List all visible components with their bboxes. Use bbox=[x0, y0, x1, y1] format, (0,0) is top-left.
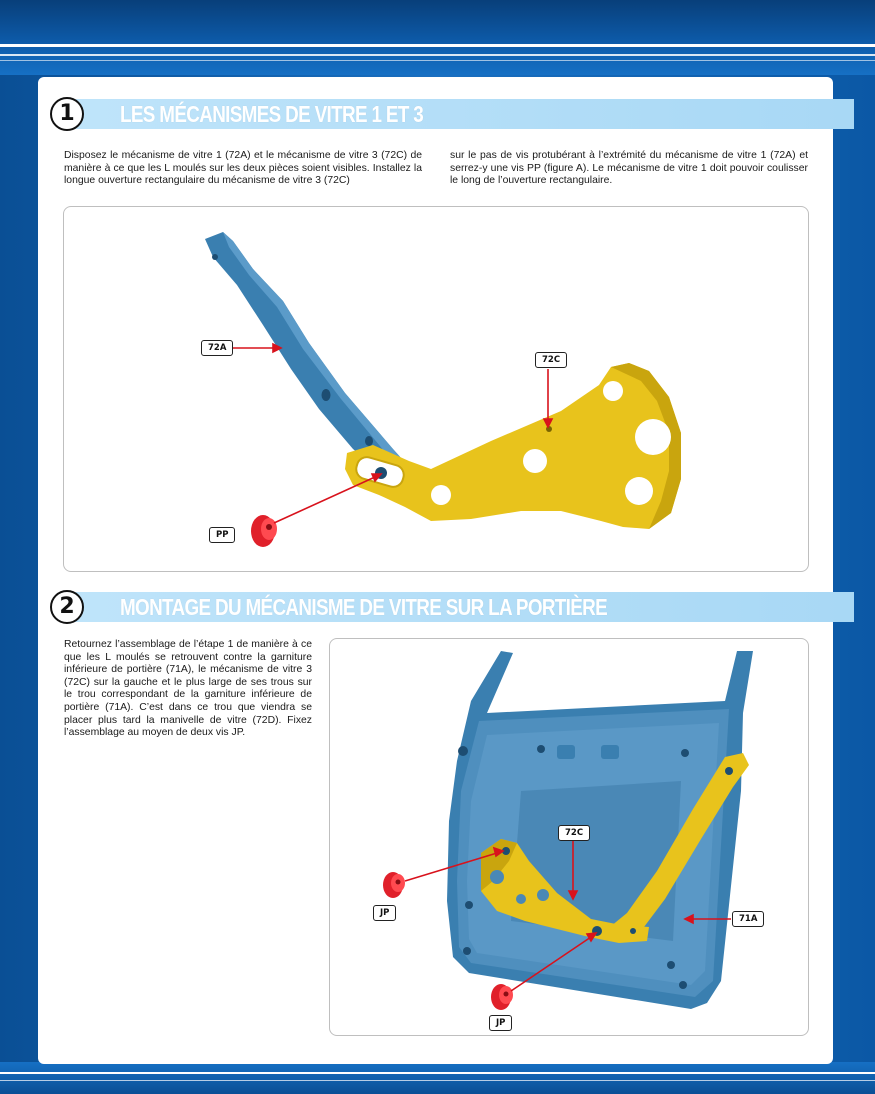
step-1-title-bar bbox=[72, 99, 854, 129]
step-2-text: Retournez l’assemblage de l’étape 1 de m… bbox=[64, 639, 312, 739]
step-1-figure: 72A 72C PP bbox=[63, 206, 809, 572]
bottom-stripe bbox=[0, 1072, 875, 1074]
step-2-title-bar bbox=[72, 592, 854, 622]
screw-jp-top bbox=[383, 872, 405, 898]
label-72c: 72C bbox=[558, 825, 591, 841]
step-2-title: MONTAGE DU MÉCANISME DE VITRE SUR LA POR… bbox=[120, 594, 608, 620]
part-72c-arm bbox=[345, 363, 681, 529]
step-1-title: LES MÉCANISMES DE VITRE 1 ET 3 bbox=[120, 101, 424, 127]
top-stripe bbox=[0, 60, 875, 61]
callout-arrows bbox=[404, 839, 731, 992]
top-frame-band bbox=[0, 0, 875, 75]
step-1-header: 1 LES MÉCANISMES DE VITRE 1 ET 3 bbox=[50, 97, 860, 131]
callout-arrows bbox=[230, 342, 554, 524]
label-72c: 72C bbox=[535, 352, 568, 368]
step-2-figure: 72C 71A JP JP bbox=[329, 638, 809, 1036]
label-72a: 72A bbox=[201, 340, 234, 356]
bottom-stripe bbox=[0, 1080, 875, 1081]
screw-jp-bottom bbox=[491, 984, 513, 1010]
step-1-text-col1: Disposez le mécanisme de vitre 1 (72A) e… bbox=[64, 150, 422, 187]
top-stripe bbox=[0, 54, 875, 56]
step-2-header: 2 MONTAGE DU MÉCANISME DE VITRE SUR LA P… bbox=[50, 590, 860, 624]
part-71a-door-trim bbox=[447, 651, 753, 1009]
mechanism-assembly bbox=[481, 753, 749, 943]
screw-pp bbox=[251, 515, 277, 547]
label-jp-top: JP bbox=[373, 905, 397, 921]
step-1-text-col2: sur le pas de vis protubérant à l’extrém… bbox=[450, 150, 808, 187]
part-72a-arm bbox=[205, 232, 411, 481]
step-2-illustration bbox=[383, 651, 753, 1010]
label-pp: PP bbox=[209, 527, 236, 543]
label-jp-bottom: JP bbox=[489, 1015, 513, 1031]
step-1-number: 1 bbox=[50, 97, 84, 131]
top-stripe bbox=[0, 44, 875, 47]
step-2-number: 2 bbox=[50, 590, 84, 624]
label-71a: 71A bbox=[732, 911, 765, 927]
bottom-frame-band bbox=[0, 1062, 875, 1094]
step-1-illustration bbox=[205, 232, 681, 547]
